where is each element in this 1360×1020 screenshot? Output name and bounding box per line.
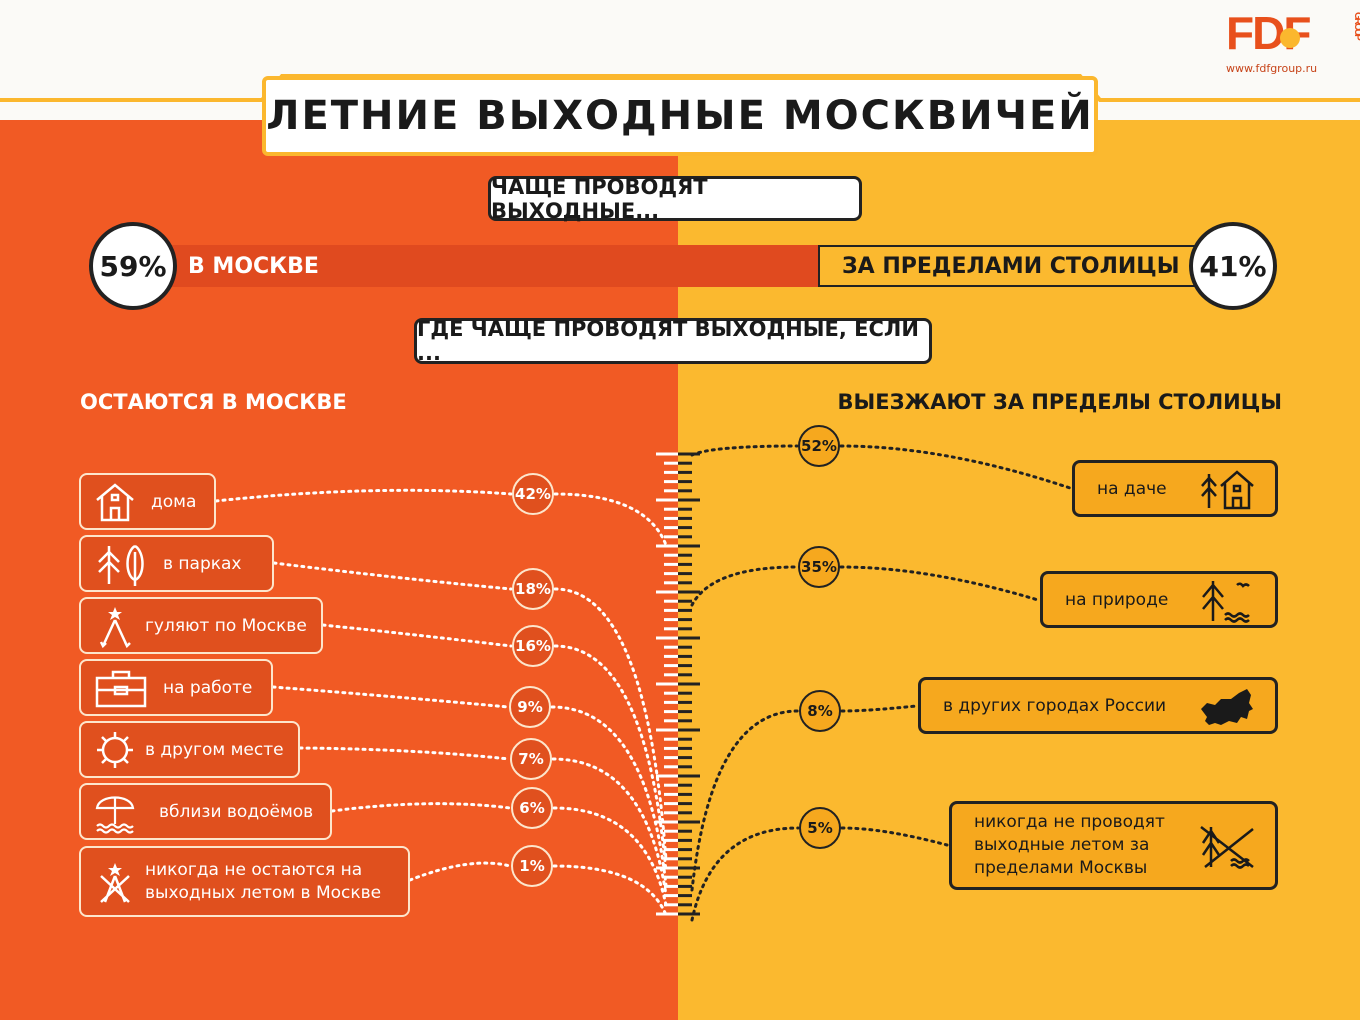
left-item-label: никогда не остаются на выходных летом в … <box>145 859 382 903</box>
bar-in-moscow: В МОСКВЕ <box>170 245 818 287</box>
pct-other-cities: 8% <box>799 690 841 732</box>
pct-never-stay: 1% <box>511 845 553 887</box>
connector-line <box>298 746 511 761</box>
crossed-nature-icon <box>1200 825 1254 869</box>
bar-in-moscow-label: В МОСКВЕ <box>188 253 319 279</box>
left-item-parks: в парках <box>79 535 274 592</box>
ruler-scale <box>656 452 700 916</box>
left-item-home: дома <box>79 473 216 530</box>
beach-umbrella-icon <box>95 795 135 834</box>
pct-walks: 16% <box>512 625 554 667</box>
left-item-walks: гуляют по Москве <box>79 597 323 654</box>
left-item-label: в парках <box>163 553 242 574</box>
connector-line <box>552 806 668 907</box>
connector-line <box>690 826 800 922</box>
pct-never-leave: 5% <box>799 807 841 849</box>
right-item-other-cities: в других городах России <box>918 677 1278 734</box>
right-item-never-leave: никогда не проводят выходные летом за пр… <box>949 801 1278 890</box>
connector-line <box>690 709 800 892</box>
right-item-label: на природе <box>1065 589 1169 610</box>
connector-line <box>272 561 513 591</box>
connector-line <box>551 757 668 897</box>
connector-line <box>690 565 799 607</box>
question-weekends: ЧАЩЕ ПРОВОДЯТ ВЫХОДНЫЕ... <box>488 175 862 223</box>
left-item-label: в другом месте <box>145 739 284 760</box>
left-item-label: гуляют по Москве <box>145 615 307 636</box>
left-heading: ОСТАЮТСЯ В МОСКВЕ <box>80 390 347 414</box>
pct-work: 9% <box>509 686 551 728</box>
crossed-compass-icon <box>100 862 130 903</box>
left-item-elsewhere: в другом месте <box>79 721 300 778</box>
trees-icon <box>98 544 144 586</box>
right-heading: ВЫЕЗЖАЮТ ЗА ПРЕДЕЛЫ СТОЛИЦЫ <box>837 390 1282 414</box>
left-item-water: вблизи водоёмов <box>79 783 332 840</box>
right-item-label: на даче <box>1097 478 1167 499</box>
right-item-label: никогда не проводят выходные летом за пр… <box>974 812 1165 878</box>
pct-elsewhere: 7% <box>510 738 552 780</box>
connector-line <box>840 826 949 847</box>
dacha-icon <box>1201 469 1254 509</box>
pct-nature: 35% <box>798 546 840 588</box>
right-item-nature: на природе <box>1040 571 1278 628</box>
left-item-label: дома <box>151 491 197 512</box>
connector-line <box>550 705 668 887</box>
bar-outside-capital: ЗА ПРЕДЕЛАМИ СТОЛИЦЫ <box>818 245 1200 287</box>
bar-outside-label: ЗА ПРЕДЕЛАМИ СТОЛИЦЫ <box>842 253 1180 279</box>
left-item-work: на работе <box>79 659 273 716</box>
connector-line <box>553 587 668 862</box>
nature-icon <box>1202 580 1250 623</box>
connector-line <box>321 623 513 648</box>
pct-home: 42% <box>512 473 554 515</box>
house-icon <box>96 482 134 521</box>
pct-dacha: 52% <box>798 425 840 467</box>
connector-line <box>553 644 668 874</box>
walking-compass-icon <box>99 606 131 648</box>
logo-url[interactable]: www.fdfgroup.ru <box>1226 62 1318 75</box>
page-title: ЛЕТНИЕ ВЫХОДНЫЕ МОСКВИЧЕЙ <box>262 76 1098 156</box>
left-item-label: на работе <box>163 677 253 698</box>
connector-line <box>552 864 668 917</box>
left-item-never: никогда не остаются на выходных летом в … <box>79 846 410 917</box>
connector-line <box>839 565 1040 602</box>
russia-map-icon <box>1201 688 1253 725</box>
pct-outside: 41% <box>1189 222 1277 310</box>
question-where: ГДЕ ЧАЩЕ ПРОВОДЯТ ВЫХОДНЫЕ, ЕСЛИ ... <box>414 317 932 365</box>
right-item-label: в других городах России <box>943 695 1167 716</box>
connector-line <box>553 492 668 547</box>
connector-line <box>408 861 512 882</box>
connector-line <box>214 488 513 503</box>
connector-line <box>330 802 512 813</box>
pct-parks: 18% <box>512 568 554 610</box>
connector-line <box>271 685 510 709</box>
right-item-dacha: на даче <box>1072 460 1278 517</box>
left-item-label: вблизи водоёмов <box>159 801 314 822</box>
connector-line <box>839 444 1072 490</box>
sun-icon <box>97 731 133 768</box>
connector-line <box>690 444 799 457</box>
pct-water: 6% <box>511 787 553 829</box>
briefcase-icon <box>95 670 147 707</box>
pct-in-moscow: 59% <box>89 222 177 310</box>
connector-line <box>840 704 918 713</box>
